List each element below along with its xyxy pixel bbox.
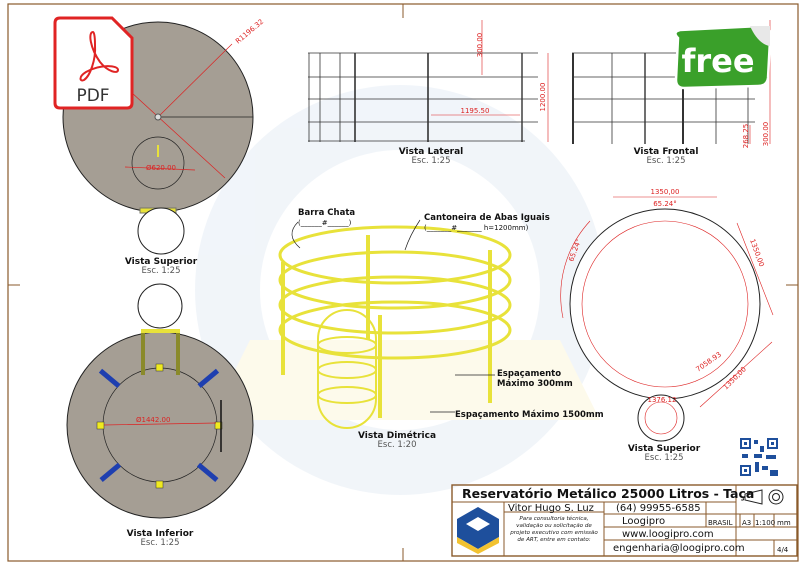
view-bottom-left: Ø1442.00 Vista Inferior Esc. 1:25 (66, 283, 254, 548)
dimension-b: 300.00 (762, 122, 770, 147)
sheet-size: A3 (742, 519, 751, 527)
note-angle-profile: Cantoneira de Abas Iguais (424, 213, 550, 223)
phone-number: (64) 99955-6585 (616, 503, 701, 514)
note-spacing-300-value: Máximo 300mm (497, 379, 573, 389)
drawing-title: Reservatório Metálico 25000 Litros - Taç… (462, 486, 754, 501)
view-scale: Esc. 1:25 (647, 156, 686, 166)
view-top-right: 1350,00 65.24° 65.24° 1350,00 1350,00 70… (560, 188, 774, 463)
diameter-dimension: Ø1442.00 (136, 416, 170, 424)
note-spacing-300: Espaçamento (497, 369, 561, 379)
view-title: Vista Superior (125, 257, 198, 267)
view-lateral: 300.00 1200.00 1195.50 Vista Lateral Esc… (308, 20, 549, 166)
observation-line: Para consultoria técnica, (519, 515, 588, 522)
observation-line: validação ou solicitação de (516, 523, 592, 529)
spacing-dimension: 300.00 (476, 33, 484, 58)
unit: mm (777, 519, 791, 527)
view-title: Vista Lateral (399, 147, 464, 157)
radius-dimension: R1196.32 (234, 18, 265, 46)
view-scale: Esc. 1:25 (142, 266, 181, 276)
qr-code (740, 438, 778, 476)
view-title: Vista Inferior (127, 529, 194, 539)
company-logo (454, 504, 502, 554)
website: www.loogipro.com (622, 529, 714, 540)
designer-name: Vitor Hugo S. Luz (508, 503, 594, 514)
observation-line: de ART, entre em contato: (517, 537, 590, 543)
sheet-number: 4/4 (777, 546, 789, 554)
note-spacing-1500: Espaçamento Máximo 1500mm (455, 410, 604, 420)
view-title: Vista Dimétrica (358, 430, 436, 441)
view-title: Vista Superior (628, 444, 701, 454)
view-scale: Esc. 1:25 (141, 538, 180, 548)
view-dimetric: Barra Chata (______#______) Cantoneira d… (278, 208, 604, 450)
dimension-a: 268.25 (742, 124, 750, 149)
angle-top-dimension: 65.24° (653, 200, 677, 208)
width-dimension: 1195.50 (461, 107, 490, 115)
watermark-logo (195, 85, 605, 495)
height-dimension: 1200.00 (539, 83, 547, 112)
view-title: Vista Frontal (634, 147, 699, 157)
country: BRASIL (708, 519, 733, 527)
acrobat-icon (79, 30, 120, 82)
note-flat-bar: Barra Chata (298, 208, 355, 218)
title-block: Reservatório Metálico 25000 Litros - Taç… (451, 484, 798, 557)
view-scale: Esc. 1:25 (412, 156, 451, 166)
note-angle-spec: (_______#_______ h=1200mm) (424, 224, 529, 232)
email: engenharia@loogipro.com (613, 543, 745, 554)
free-sticker: free (674, 24, 772, 90)
projection-symbol-icon (744, 489, 784, 505)
free-label: free (681, 42, 754, 80)
diameter-dimension: Ø620.00 (146, 164, 176, 172)
drawing-scale: 1:100 (755, 519, 775, 527)
ladder-dimension: 1376.12 (648, 396, 677, 404)
chord-top-dimension: 1350,00 (651, 188, 680, 196)
company-name: Loogipro (622, 516, 665, 527)
pdf-badge[interactable]: PDF (53, 16, 134, 110)
note-flat-bar-spec: (______#______) (298, 219, 352, 227)
sheet-frame (7, 3, 799, 562)
pdf-label: PDF (76, 86, 109, 106)
observation-line: projeto executivo com emissão (509, 530, 598, 536)
view-scale: Esc. 1:20 (378, 440, 417, 450)
view-scale: Esc. 1:25 (645, 453, 684, 463)
